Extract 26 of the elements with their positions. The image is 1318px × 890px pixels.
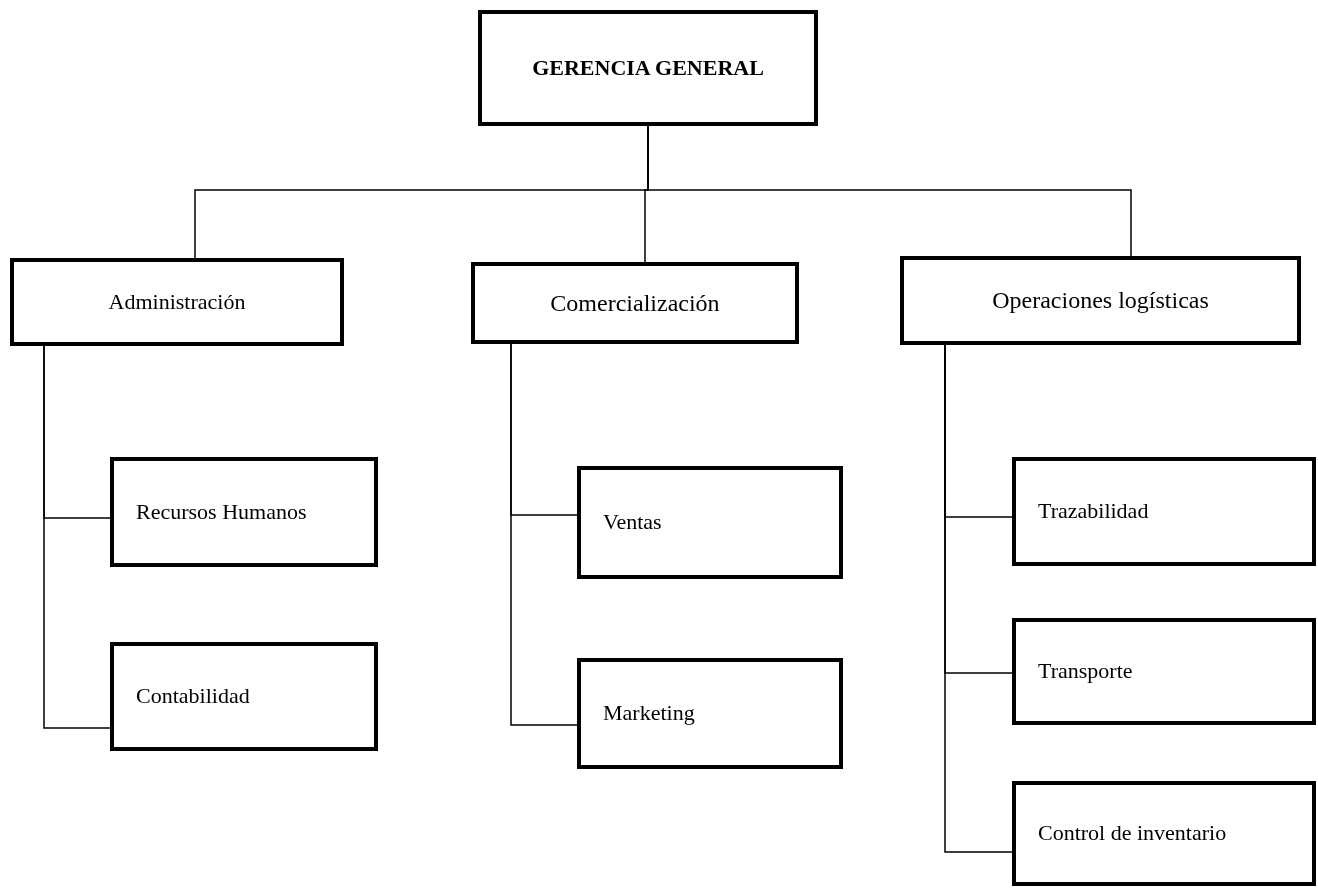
connector-line	[510, 343, 578, 726]
org-box	[471, 262, 799, 344]
org-box	[110, 642, 378, 751]
org-box	[110, 457, 378, 567]
connector-line	[43, 345, 111, 729]
box-label: Recursos Humanos	[136, 498, 307, 526]
org-box	[478, 10, 818, 126]
org-box	[1012, 781, 1316, 886]
org-box	[900, 256, 1301, 345]
box-label: Ventas	[603, 509, 662, 536]
connector-line	[944, 344, 1013, 853]
box-label: GERENCIA GENERAL	[532, 54, 764, 82]
box-label: Marketing	[603, 700, 695, 727]
box-label: Comercialización	[550, 288, 720, 318]
org-box	[577, 466, 843, 579]
org-box	[577, 658, 843, 769]
connector-line	[647, 125, 1132, 257]
box-label: Trazabilidad	[1038, 498, 1149, 525]
box-label: Contabilidad	[136, 683, 250, 710]
org-box	[10, 258, 344, 346]
box-label: Operaciones logísticas	[992, 286, 1209, 315]
box-label: Transporte	[1038, 658, 1133, 685]
box-label: Administración	[108, 288, 246, 316]
org-box	[1012, 618, 1316, 725]
org-box	[1012, 457, 1316, 566]
box-label: Control de inventario	[1038, 820, 1227, 847]
